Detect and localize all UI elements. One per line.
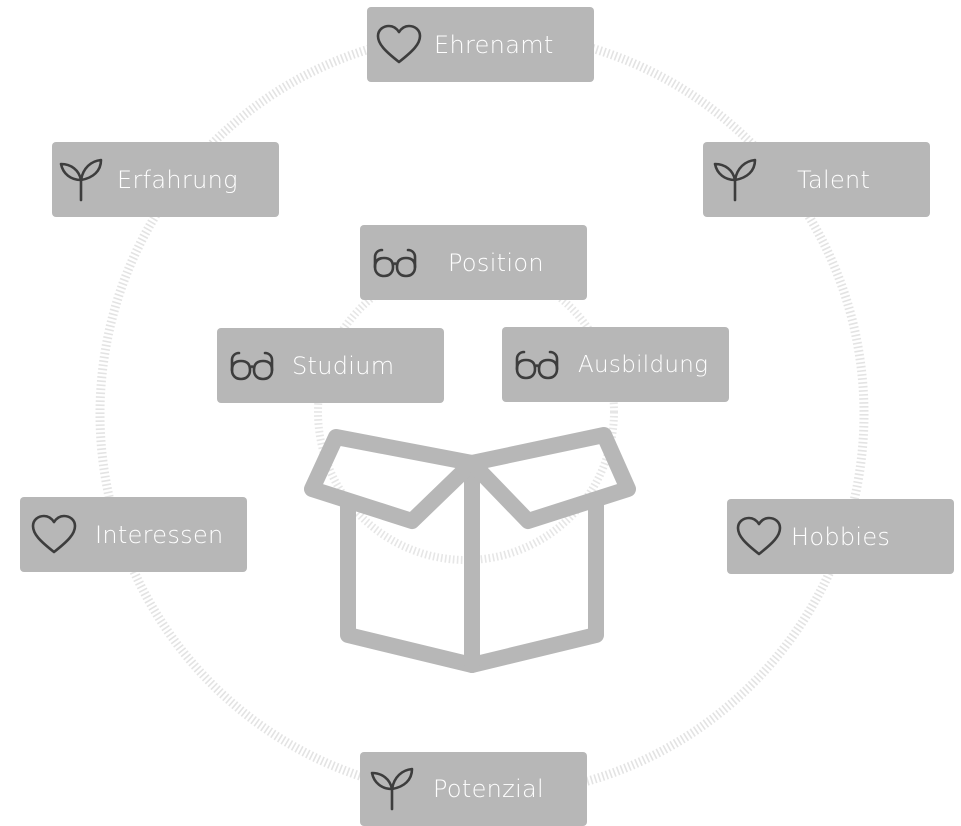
tag-potenzial: Potenzial	[360, 752, 587, 826]
tag-label: Hobbies	[791, 522, 891, 551]
glasses-icon	[373, 248, 417, 277]
tag-label: Studium	[292, 351, 395, 380]
tag-label: Ausbildung	[578, 351, 709, 378]
tag-label: Erfahrung	[117, 165, 238, 194]
open-box-icon	[304, 427, 636, 673]
glasses-icon	[230, 351, 274, 380]
heart-icon	[376, 24, 422, 63]
tag-position: Position	[360, 225, 587, 300]
tag-ehrenamt: Ehrenamt	[367, 7, 594, 82]
tag-interessen: Interessen	[20, 497, 247, 572]
glasses-icon	[515, 350, 559, 379]
sprout-icon	[59, 158, 103, 201]
tag-hobbies: Hobbies	[727, 499, 954, 574]
sprout-icon	[370, 767, 414, 811]
outer-ring	[95, 27, 869, 801]
tag-label: Talent	[797, 165, 871, 194]
sprout-icon	[713, 158, 757, 201]
tag-label: Potenzial	[433, 775, 545, 803]
tag-label: Position	[448, 248, 544, 277]
tag-ausbildung: Ausbildung	[502, 327, 729, 402]
tag-label: Ehrenamt	[434, 30, 554, 59]
tag-studium: Studium	[217, 328, 444, 403]
tag-label: Interessen	[95, 520, 224, 549]
tag-erfahrung: Erfahrung	[52, 142, 279, 217]
tag-talent: Talent	[703, 142, 930, 217]
heart-icon	[31, 514, 77, 553]
heart-icon	[736, 516, 782, 555]
